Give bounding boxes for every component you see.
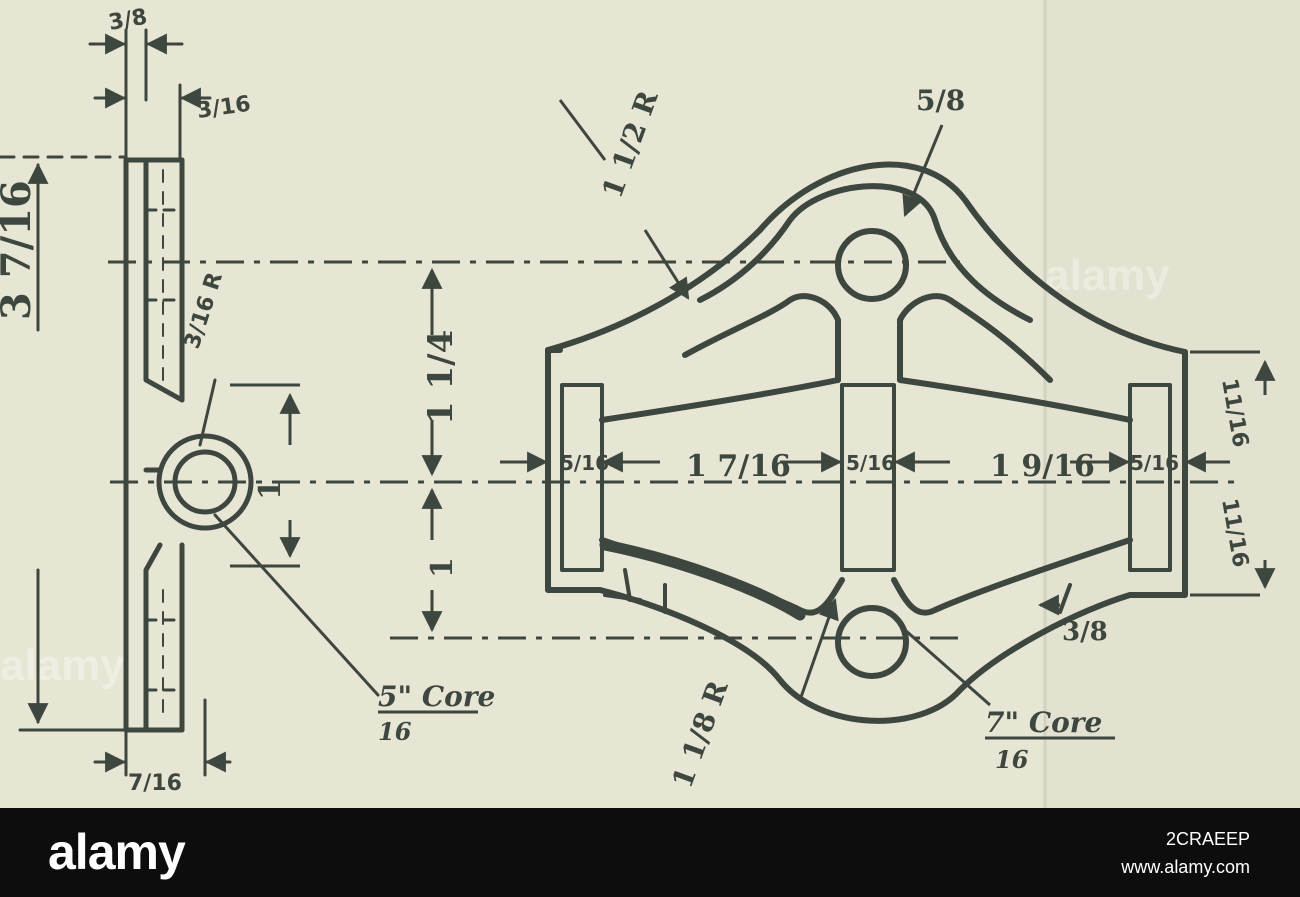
site-url[interactable]: www.alamy.com (1121, 857, 1250, 877)
center-lines (108, 260, 1240, 640)
core-label-front: 7" Core (985, 706, 1102, 739)
dim-overall-height: 3 7/16 (0, 180, 40, 320)
dim-bottom-thickness: 7/16 (128, 771, 182, 796)
core-denominator-front: 16 (995, 745, 1029, 774)
technical-drawing: alamy alamy (0, 0, 1300, 808)
dim-lower-height: 1 (425, 557, 460, 578)
dim-web-left: 5/16 (560, 451, 609, 475)
paper-right-panel (1045, 0, 1300, 808)
image-id: 2CRAEEP (1165, 829, 1250, 849)
core-label-side: 5" Core (378, 680, 495, 713)
dim-web-right: 5/16 (1130, 451, 1179, 475)
hole-dimension (230, 383, 301, 568)
dim-span-left: 1 7/16 (686, 449, 791, 484)
core-denominator-side: 16 (378, 717, 412, 746)
watermark-left: alamy (0, 641, 125, 690)
front-view-dimensions (500, 99, 1276, 707)
dim-upper-height: 1 1/4 (421, 330, 461, 425)
footer-bar: alamy 2CRAEEP www.alamy.com (0, 808, 1300, 897)
watermark-right: alamy (1045, 251, 1170, 300)
dim-web-center: 5/16 (846, 451, 895, 475)
dim-rib: 3/8 (1062, 617, 1108, 647)
dim-hole: 1 (253, 479, 288, 500)
dim-span-right: 1 9/16 (990, 449, 1095, 484)
dim-top-hole: 5/8 (916, 84, 965, 117)
brand-logo[interactable]: alamy (48, 824, 186, 880)
